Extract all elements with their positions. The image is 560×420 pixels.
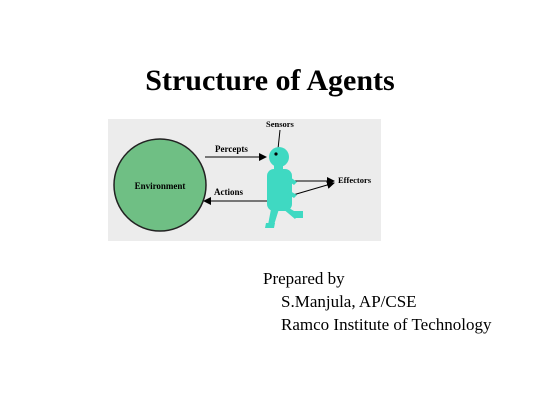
slide-title: Structure of Agents [145,64,395,97]
agent-arm-lower [287,191,297,198]
agent-body [267,169,292,211]
agent-neck [274,165,283,170]
agent-figure [265,147,303,228]
agent-arm-upper [287,177,297,185]
sensors-label: Sensors [266,119,295,129]
agent-foot-left [265,223,275,228]
agent-diagram: Environment Percepts Actions Sensors Eff… [108,119,381,241]
percepts-label: Percepts [215,144,248,154]
environment-label: Environment [135,181,186,191]
effectors-label: Effectors [338,175,372,185]
agent-diagram-svg: Environment Percepts Actions Sensors Eff… [113,119,372,232]
agent-head [269,147,289,167]
credits-institution: Ramco Institute of Technology [281,315,492,334]
credits-block: Prepared by S.Manjula, AP/CSE Ramco Inst… [263,267,491,336]
actions-label: Actions [214,187,243,197]
sensors-pointer [277,129,281,150]
environment-circle [113,138,207,232]
credits-prepared-by: Prepared by [263,269,345,288]
agent-leg-left [268,209,279,225]
agent-eye [274,152,278,156]
effectors-arrow-lower [292,181,335,196]
credits-author: S.Manjula, AP/CSE [281,292,417,311]
agent-foot-right [294,211,303,218]
